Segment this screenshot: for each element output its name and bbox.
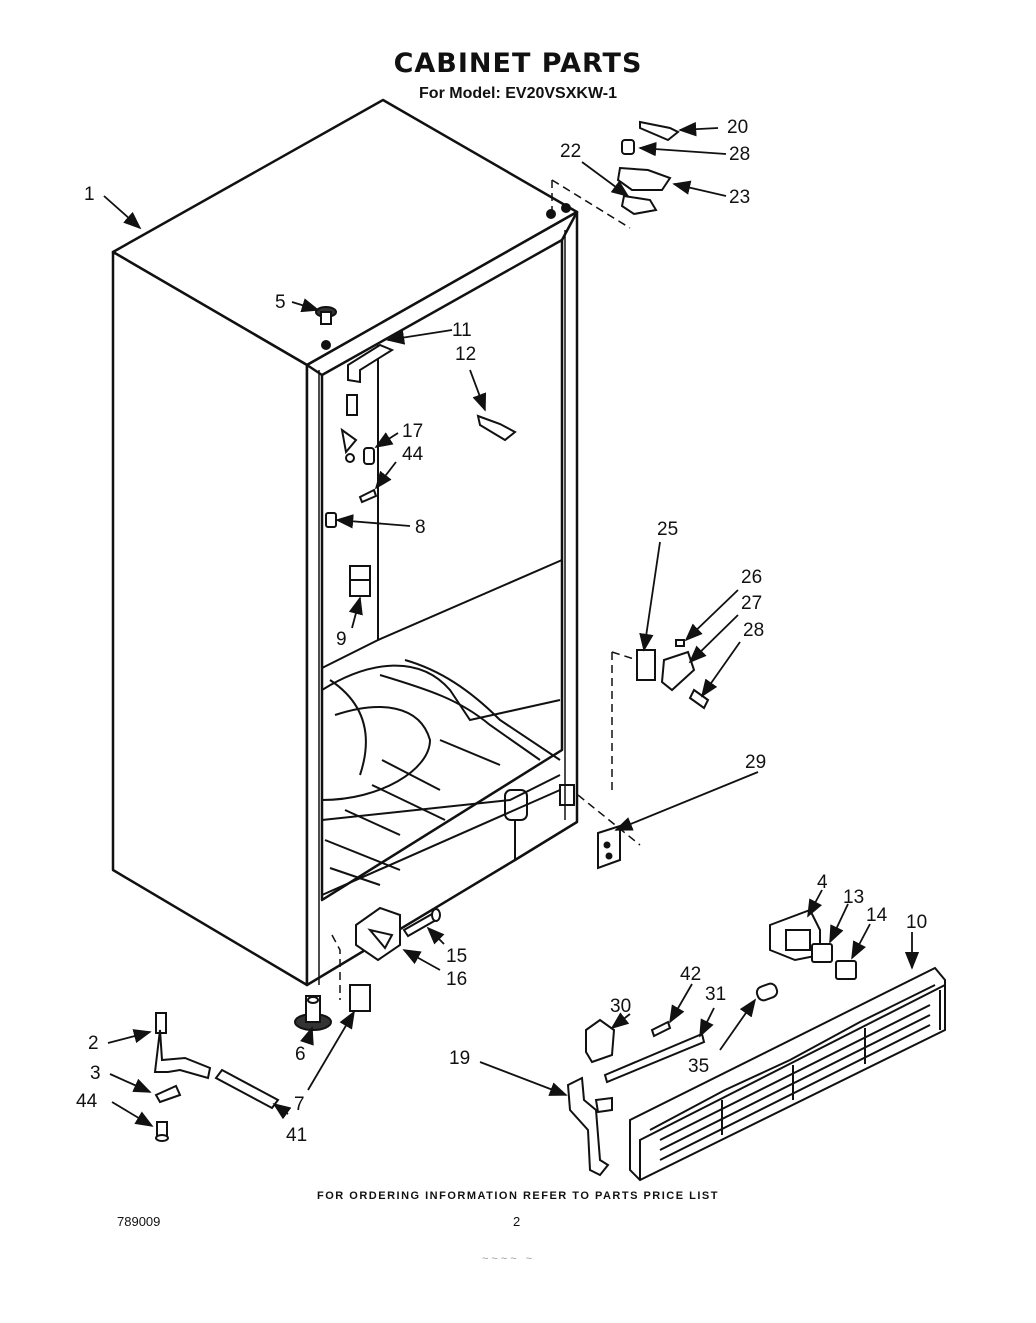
callout-30: 30: [610, 996, 631, 1017]
part-12-clip: [476, 414, 517, 442]
part-19-hinge-pin: [566, 1076, 613, 1177]
callout-10: 10: [906, 912, 927, 933]
callout-19: 19: [449, 1048, 470, 1069]
part-17-bulb: [340, 394, 375, 465]
diagram-title: CABINET PARTS: [393, 48, 643, 79]
part-13-button: [811, 943, 833, 963]
callout-29: 29: [745, 752, 766, 773]
callout-5: 5: [275, 292, 286, 313]
part-8-bracket: [325, 512, 337, 528]
callout-1: 1: [84, 184, 95, 205]
callout-31: 31: [705, 984, 726, 1005]
callout-6: 6: [295, 1044, 306, 1065]
part-31-rod: [603, 1032, 706, 1084]
callout-12: 12: [455, 344, 476, 365]
drain-tube-assembly: [153, 1012, 280, 1142]
part-14-lens: [835, 960, 857, 980]
callout-35: 35: [688, 1056, 709, 1077]
cabinet-shell: [111, 98, 579, 987]
callout-41: 41: [286, 1125, 307, 1146]
part-29-bottom-hinge: [577, 794, 641, 870]
callout-44-lower: 44: [76, 1091, 98, 1112]
callout-28-mid: 28: [743, 620, 764, 641]
callout-14: 14: [866, 905, 888, 926]
part-15-screw: [402, 908, 441, 938]
callout-42: 42: [680, 964, 701, 985]
callout-25: 25: [657, 519, 678, 540]
callout-leaders: [103, 121, 920, 1127]
part-6-leveler: [294, 995, 332, 1031]
callout-4: 4: [817, 872, 828, 893]
callout-20: 20: [727, 117, 748, 138]
part-42-screw: [650, 1020, 672, 1038]
part-16-bracket: [355, 906, 401, 962]
callout-7: 7: [294, 1094, 305, 1115]
callout-8: 8: [415, 517, 426, 538]
callout-15: 15: [446, 946, 467, 967]
callout-11: 11: [452, 320, 472, 341]
callout-numbers: 1 5 11 12 17 44 8 9 20 28 22 23 25 26 27…: [76, 117, 927, 1146]
callout-44-upper: 44: [402, 444, 424, 465]
handwritten-mark: ~~~~ ~: [482, 1253, 536, 1265]
callout-28-top: 28: [729, 144, 750, 165]
part-9-latch: [349, 565, 371, 597]
page-number: 2: [513, 1214, 521, 1229]
mid-hinge-assembly: [611, 639, 710, 790]
top-hinge-assembly: [546, 120, 680, 229]
callout-22: 22: [560, 141, 581, 162]
part-44-screw-upper: [358, 488, 378, 504]
callout-16: 16: [446, 969, 467, 990]
part-11-hinge-bracket: [347, 343, 395, 384]
part-7-bracket: [331, 934, 371, 1012]
callout-17: 17: [402, 421, 423, 442]
callout-2: 2: [88, 1033, 99, 1054]
callout-23: 23: [729, 187, 750, 208]
model-subtitle: For Model: EV20VSXKW-1: [419, 85, 617, 102]
ordering-note: FOR ORDERING INFORMATION REFER TO PARTS …: [317, 1190, 719, 1202]
callout-27: 27: [741, 593, 762, 614]
part-35-spacer: [755, 982, 779, 1002]
drawing-code: 789009: [117, 1214, 161, 1229]
part-30-clip: [585, 1018, 616, 1064]
callout-3: 3: [90, 1063, 101, 1084]
callout-13: 13: [843, 887, 864, 908]
callout-26: 26: [741, 567, 762, 588]
cabinet-interior: [321, 345, 578, 896]
part-10-grille: [629, 966, 946, 1182]
callout-9: 9: [336, 629, 347, 650]
